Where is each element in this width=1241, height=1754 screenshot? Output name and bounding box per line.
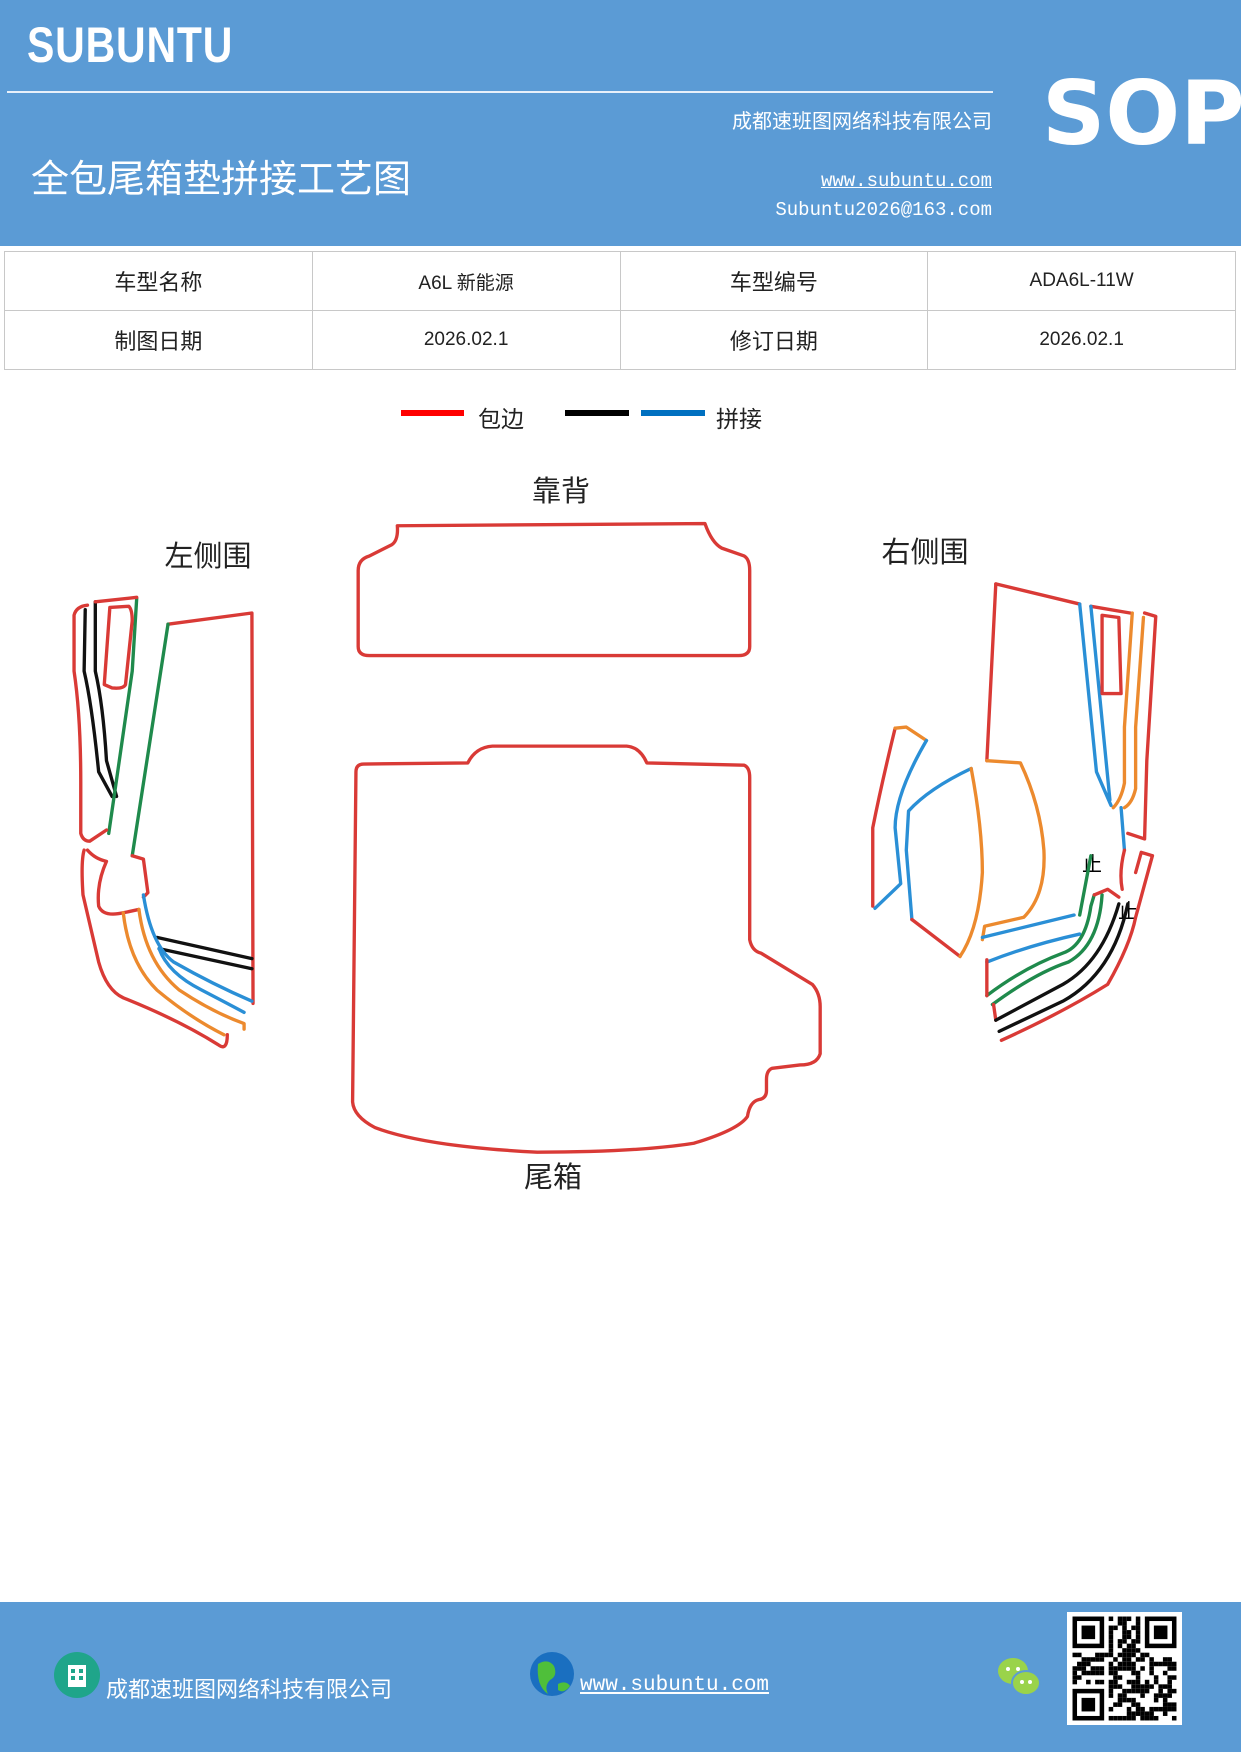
label-right-side: 右侧围 <box>881 535 969 569</box>
footer-company: 成都速班图网络科技有限公司 <box>106 1678 393 1703</box>
company-name: 成都速班图网络科技有限公司 <box>732 109 992 133</box>
legend-label-edge: 包边 <box>478 407 524 433</box>
label-backrest: 靠背 <box>531 474 591 508</box>
header-divider <box>7 91 993 93</box>
legend-swatch-blue <box>641 410 705 416</box>
table-row: 制图日期 2026.02.1 修订日期 2026.02.1 <box>4 310 1236 370</box>
value-model-name: A6L 新能源 <box>311 251 621 311</box>
value-model-code: ADA6L-11W <box>927 251 1236 311</box>
info-table: 车型名称 A6L 新能源 车型编号 ADA6L-11W 制图日期 2026.02… <box>4 251 1236 370</box>
legend-label-seam: 拼接 <box>716 407 762 433</box>
label-revision-date: 修订日期 <box>619 310 929 370</box>
label-trunk: 尾箱 <box>523 1160 583 1194</box>
label-draw-date: 制图日期 <box>4 310 313 370</box>
website-link[interactable]: www.subuntu.com <box>820 170 992 192</box>
label-left-side: 左侧围 <box>164 539 252 573</box>
page-title: 全包尾箱垫拼接工艺图 <box>31 157 412 201</box>
left-side-pattern <box>72 595 255 1049</box>
brand-logo: SUBUNTU <box>27 17 234 73</box>
legend-swatch-black <box>565 410 629 416</box>
right-side-pattern <box>871 582 1158 1042</box>
value-revision-date: 2026.02.1 <box>927 310 1236 370</box>
value-draw-date: 2026.02.1 <box>311 310 621 370</box>
label-model-code: 车型编号 <box>619 251 929 311</box>
label-model-name: 车型名称 <box>4 251 313 311</box>
wechat-icon <box>998 1658 1041 1696</box>
legend-swatch-red <box>401 410 464 416</box>
footer: 成都速班图网络科技有限公司 www.subuntu.com <box>0 1602 1241 1752</box>
qr-code[interactable] <box>1067 1612 1182 1725</box>
header: SUBUNTU 成都速班图网络科技有限公司 SOP 全包尾箱垫拼接工艺图 www… <box>0 0 1241 246</box>
email-text: Subuntu2026@163.com <box>775 199 992 221</box>
globe-icon <box>530 1652 574 1696</box>
sop-badge: SOP <box>1042 62 1241 165</box>
table-row: 车型名称 A6L 新能源 车型编号 ADA6L-11W <box>4 251 1236 311</box>
backrest-outline <box>356 521 752 658</box>
footer-website-link[interactable]: www.subuntu.com <box>580 1674 770 1697</box>
trunk-outline <box>350 744 822 1154</box>
building-icon <box>54 1652 100 1698</box>
